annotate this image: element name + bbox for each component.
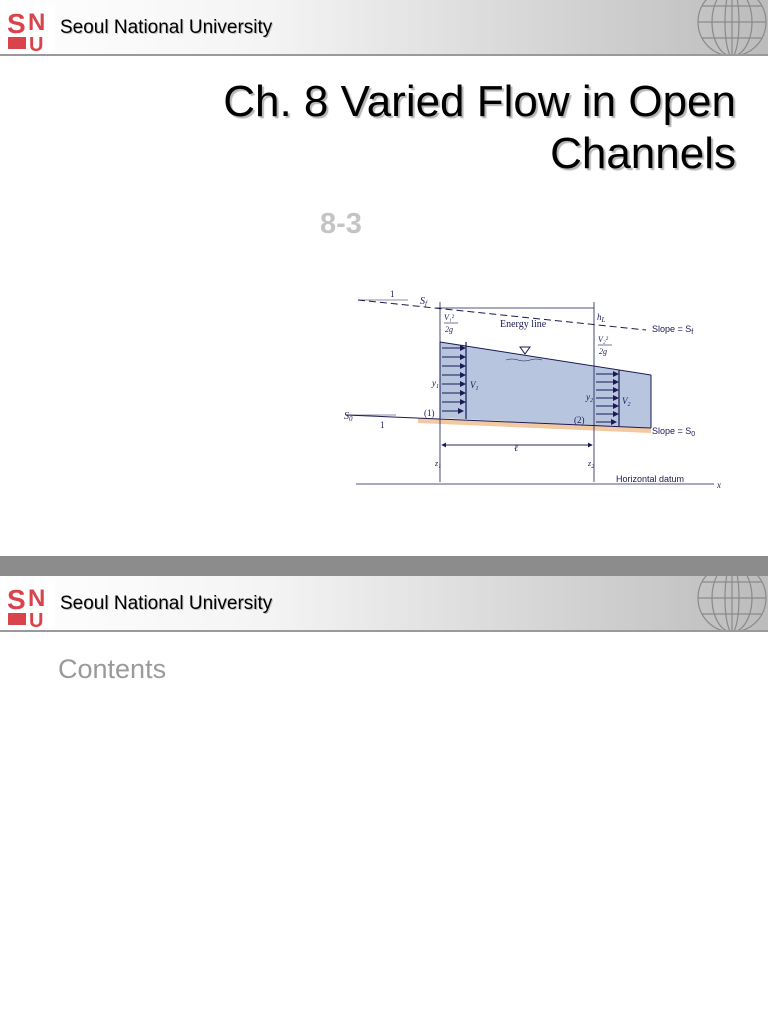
- velocity-profile-2: [596, 371, 619, 425]
- globe-icon: [697, 576, 767, 630]
- hl-label-sub: L: [601, 316, 606, 324]
- sf-label: S: [420, 296, 425, 307]
- slide-2: S N U Seoul National University Contents: [0, 576, 768, 1024]
- university-name: Seoul National University: [60, 17, 273, 38]
- svg-text:y1: y1: [431, 378, 439, 390]
- header-divider: [0, 630, 768, 632]
- bed-line: [345, 414, 652, 429]
- svg-text:Slope = Sf: Slope = Sf: [652, 324, 693, 336]
- title-line-2: Channels: [550, 129, 736, 178]
- water-surface-marker: [519, 346, 531, 355]
- slide-header: S N U Seoul National University: [0, 0, 768, 54]
- slope-sf-subscript: f: [691, 329, 693, 336]
- z1-label: z: [434, 459, 439, 468]
- svg-text:N: N: [28, 585, 45, 612]
- horizontal-datum-label: Horizontal datum: [616, 474, 684, 484]
- svg-text:y2: y2: [585, 392, 593, 404]
- svg-text:N: N: [28, 9, 45, 36]
- section-number: 8-3: [320, 208, 362, 240]
- svg-text:U: U: [29, 34, 43, 52]
- v2-head-denominator: 2g: [599, 347, 607, 356]
- z1-label-sub: 1: [438, 464, 441, 470]
- slope-sf-label: Slope = S: [652, 324, 691, 334]
- y1-label-sub: 1: [436, 384, 439, 390]
- svg-text:V1: V1: [470, 380, 479, 392]
- svg-text:z2: z2: [587, 459, 594, 470]
- s0-label: S: [344, 411, 349, 422]
- svg-text:V2: V2: [622, 396, 631, 408]
- v1-head-numerator: V₁²: [444, 313, 455, 322]
- slope-run-bottom: 1: [380, 420, 385, 430]
- slide-header: S N U Seoul National University: [0, 576, 768, 630]
- z2-label-sub: 2: [591, 464, 594, 470]
- v2-label-sub: 2: [628, 402, 631, 408]
- slope-run-top: 1: [390, 289, 395, 299]
- y1-label: y: [431, 378, 436, 388]
- svg-text:Slope = S0: Slope = S0: [652, 426, 695, 438]
- university-name: Seoul National University: [60, 593, 273, 614]
- slide-1: S N U Seoul National University Ch. 8 Va…: [0, 0, 768, 490]
- svg-text:S: S: [7, 8, 26, 39]
- x-axis-label: x: [716, 480, 721, 490]
- svg-text:hL: hL: [597, 312, 606, 324]
- energy-line-label: Energy line: [500, 319, 547, 330]
- varied-flow-diagram: Energy line Slope = Sf Slope = S0 Horizo…: [344, 289, 721, 490]
- header-divider: [0, 54, 768, 56]
- v2-head-numerator: V₂²: [598, 335, 609, 344]
- velocity-profile-1: [442, 345, 466, 414]
- v1-head-denominator: 2g: [445, 325, 453, 334]
- snu-logo-icon: S N U: [6, 582, 54, 628]
- z2-label: z: [587, 459, 592, 468]
- slope-s0-label: Slope = S: [652, 426, 691, 436]
- svg-text:S: S: [7, 584, 26, 615]
- snu-logo-icon: S N U: [6, 6, 54, 52]
- slope-s0-subscript: 0: [691, 431, 695, 438]
- length-label: ℓ: [514, 443, 518, 454]
- section-1-label: (1): [424, 408, 435, 418]
- water-surface: [439, 341, 652, 376]
- hl-label: h: [597, 312, 602, 322]
- svg-text:z1: z1: [434, 459, 441, 470]
- v1-label: V: [470, 380, 477, 390]
- sf-label-sub: f: [425, 300, 428, 308]
- globe-icon: [697, 0, 767, 54]
- slide-title: Ch. 8 Varied Flow in Open Channels: [96, 76, 736, 180]
- contents-heading: Contents: [58, 654, 167, 684]
- v2-label: V: [622, 396, 629, 406]
- svg-text:S0: S0: [344, 411, 353, 423]
- svg-text:Sf: Sf: [420, 296, 428, 308]
- svg-text:U: U: [29, 610, 43, 628]
- title-line-1: Ch. 8 Varied Flow in Open: [223, 77, 736, 126]
- s0-label-sub: 0: [349, 415, 353, 423]
- channel-bed: [418, 418, 651, 433]
- section-2-label: (2): [574, 415, 585, 425]
- v1-label-sub: 1: [476, 386, 479, 392]
- energy-line: [357, 299, 647, 331]
- slide-separator: [0, 556, 768, 576]
- y2-label-sub: 2: [590, 398, 593, 404]
- y2-label: y: [585, 392, 590, 402]
